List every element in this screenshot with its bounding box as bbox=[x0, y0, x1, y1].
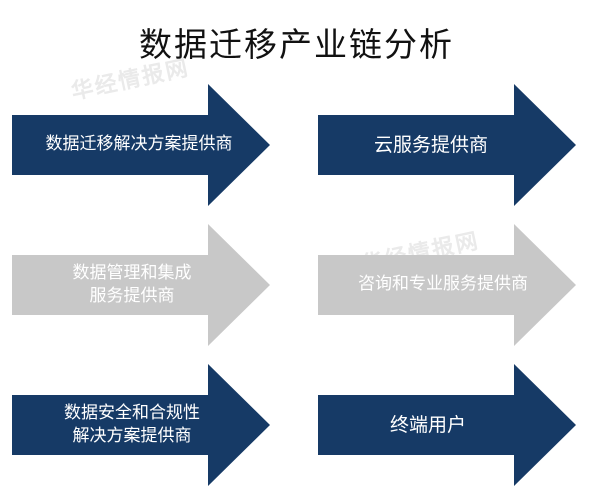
arrow-data-migration-solution-provider: 数据迁移解决方案提供商 bbox=[12, 84, 270, 206]
arrow-polygon bbox=[12, 224, 270, 346]
arrow-end-users: 终端用户 bbox=[318, 364, 576, 486]
arrow-data-security-compliance: 数据安全和合规性 解决方案提供商 bbox=[12, 364, 270, 486]
arrow-label: 数据迁移解决方案提供商 bbox=[45, 134, 233, 155]
arrow-shape bbox=[12, 364, 270, 486]
arrow-polygon bbox=[12, 364, 270, 486]
arrow-shape bbox=[12, 224, 270, 346]
arrow-shape bbox=[318, 224, 576, 346]
arrow-label: 终端用户 bbox=[389, 413, 466, 436]
arrow-consulting-professional-services: 咨询和专业服务提供商 bbox=[318, 224, 576, 346]
arrow-shape bbox=[318, 364, 576, 486]
arrow-shape bbox=[318, 84, 576, 206]
page-title: 数据迁移产业链分析 bbox=[139, 25, 454, 64]
arrow-polygon bbox=[318, 84, 576, 206]
arrow-label: 数据安全和合规性 解决方案提供商 bbox=[64, 402, 200, 446]
arrow-label: 数据管理和集成 服务提供商 bbox=[72, 262, 192, 306]
arrow-polygon bbox=[318, 364, 576, 486]
arrow-polygon bbox=[12, 84, 270, 206]
arrow-data-management-integration: 数据管理和集成 服务提供商 bbox=[12, 224, 270, 346]
arrow-label: 云服务提供商 bbox=[373, 133, 488, 156]
arrow-cloud-service-provider: 云服务提供商 bbox=[318, 84, 576, 206]
arrow-polygon bbox=[318, 224, 576, 346]
arrow-label: 咨询和专业服务提供商 bbox=[358, 274, 528, 295]
arrow-shape bbox=[12, 84, 270, 206]
